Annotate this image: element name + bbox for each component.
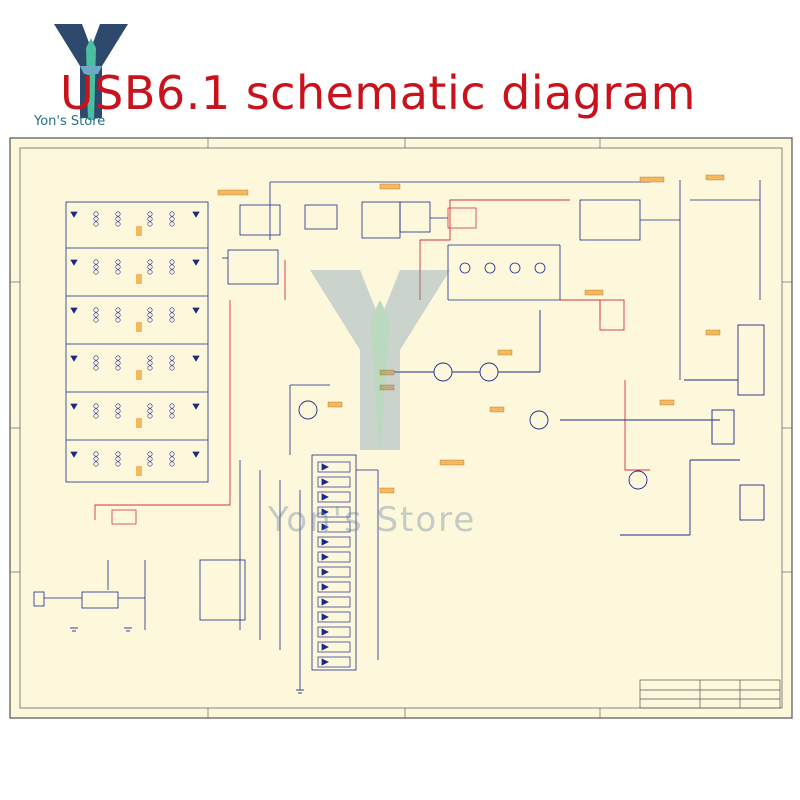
diode-icon — [70, 451, 78, 458]
diode-icon — [70, 307, 78, 314]
band-tag — [136, 370, 142, 380]
diode-icon — [321, 463, 329, 471]
relay-icon — [317, 611, 351, 623]
watermark-text: Yon's Store — [268, 500, 477, 540]
inductor-icon — [147, 355, 153, 371]
right-connectors — [599, 299, 765, 536]
relay-icon — [317, 566, 351, 578]
transistor-stage — [298, 310, 720, 490]
diode-icon — [70, 403, 78, 410]
inductor-icon — [169, 259, 175, 275]
relay-icon — [317, 626, 351, 638]
inductor-icon — [93, 211, 99, 227]
inductor-icon — [93, 355, 99, 371]
ground-icon — [70, 627, 304, 694]
diode-icon — [321, 658, 329, 666]
diode-icon — [192, 451, 200, 458]
inductor-icon — [147, 211, 153, 227]
power-supply — [33, 509, 146, 630]
inductor-icon — [115, 451, 121, 467]
relay-icon — [317, 521, 351, 533]
inductor-icon — [169, 403, 175, 419]
inductor-icon — [115, 307, 121, 323]
band-tag — [136, 274, 142, 284]
relay-icon — [317, 596, 351, 608]
store-name: Yon's Store — [34, 114, 106, 129]
relay-icon — [317, 506, 351, 518]
title-block — [639, 679, 781, 709]
relay-icon — [317, 491, 351, 503]
yons-store-logo-icon — [54, 24, 128, 120]
inductor-icon — [93, 307, 99, 323]
diode-icon — [70, 355, 78, 362]
relay-icon — [317, 641, 351, 653]
diode-icon — [321, 553, 329, 561]
inductor-icon — [93, 451, 99, 467]
diode-icon — [321, 523, 329, 531]
inductor-icon — [93, 259, 99, 275]
diode-icon — [321, 583, 329, 591]
relay-icon — [317, 581, 351, 593]
inductor-icon — [147, 451, 153, 467]
diode-icon — [321, 508, 329, 516]
inductor-icon — [115, 259, 121, 275]
inductor-icon — [93, 403, 99, 419]
red-trace-top — [419, 199, 570, 300]
band-tag — [136, 322, 142, 332]
inductor-icon — [169, 451, 175, 467]
band-tag — [136, 226, 142, 236]
relay-icon — [317, 656, 351, 668]
inductor-icon — [147, 259, 153, 275]
inductor-icon — [115, 355, 121, 371]
diode-icon — [321, 493, 329, 501]
zone-ticks — [10, 138, 792, 718]
diode-icon — [321, 568, 329, 576]
inductor-icon — [169, 355, 175, 371]
inductor-icon — [147, 403, 153, 419]
watermark-logo-icon — [310, 270, 450, 450]
diode-icon — [192, 307, 200, 314]
diode-icon — [192, 211, 200, 218]
diode-icon — [321, 538, 329, 546]
inductor-icon — [115, 403, 121, 419]
inductor-icon — [147, 307, 153, 323]
diode-icon — [192, 259, 200, 266]
inductor-icon — [115, 211, 121, 227]
diode-icon — [321, 643, 329, 651]
inductor-icon — [169, 307, 175, 323]
band-filter-block — [65, 201, 209, 483]
diode-icon — [192, 355, 200, 362]
crystal-filter — [447, 244, 561, 301]
red-trace-left — [94, 300, 231, 520]
relay-icon — [317, 551, 351, 563]
page-title: USB6.1 schematic diagram — [60, 66, 696, 120]
relay-icon — [317, 476, 351, 488]
diode-icon — [70, 211, 78, 218]
diode-icon — [321, 478, 329, 486]
diode-icon — [70, 259, 78, 266]
net-labels — [217, 174, 725, 494]
rf-front-end — [222, 180, 761, 380]
diode-icon — [321, 613, 329, 621]
band-tag — [136, 418, 142, 428]
band-tag — [136, 466, 142, 476]
relay-icon — [317, 536, 351, 548]
relay-column — [199, 384, 379, 690]
red-trace-lower — [624, 380, 650, 471]
inductor-icon — [169, 211, 175, 227]
relay-icon — [317, 461, 351, 473]
diode-icon — [192, 403, 200, 410]
diode-icon — [321, 628, 329, 636]
diode-icon — [321, 598, 329, 606]
